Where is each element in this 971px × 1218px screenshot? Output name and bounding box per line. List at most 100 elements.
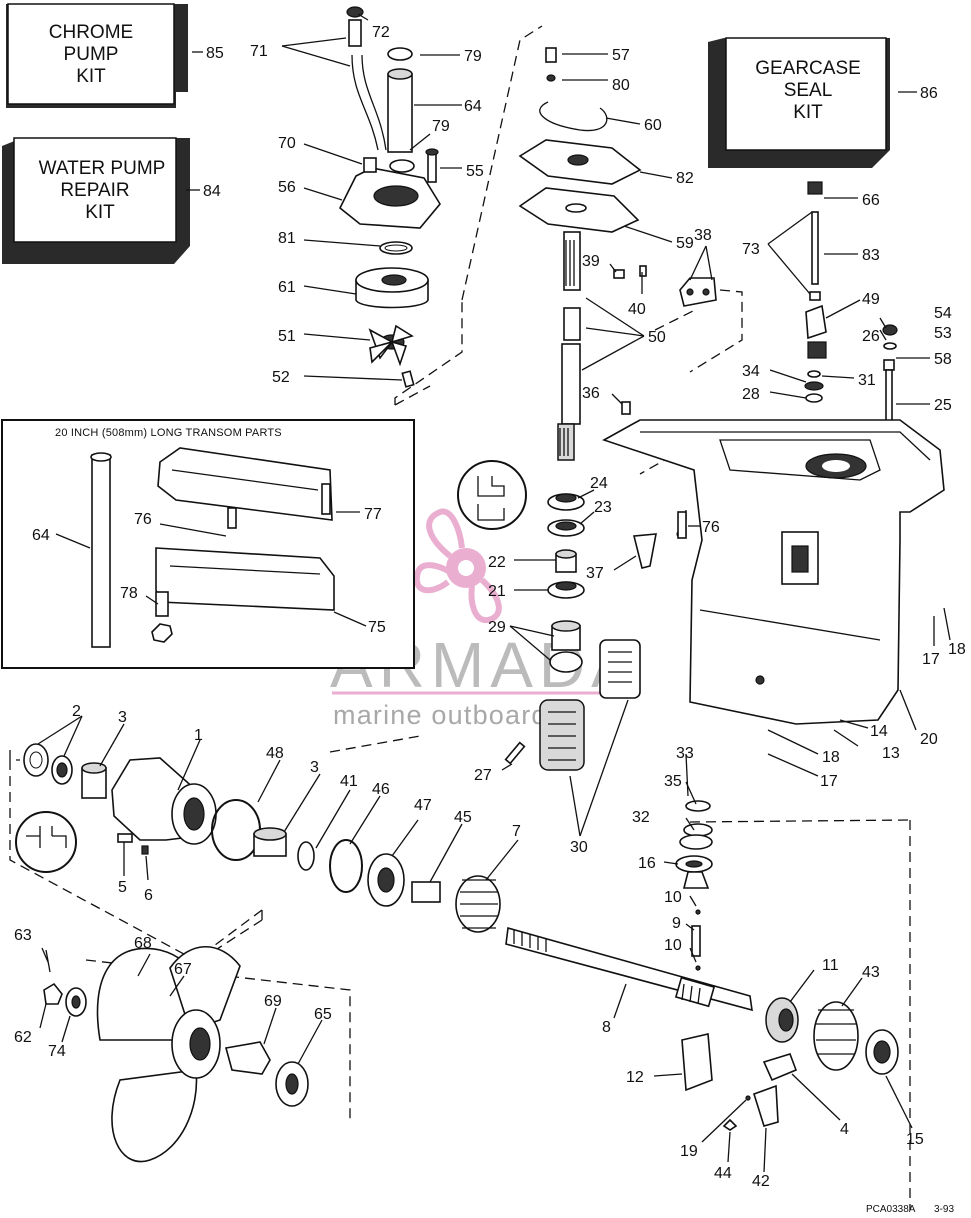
callout-17-lower: 17 xyxy=(820,773,838,790)
inset-water-tube xyxy=(90,452,112,648)
callout-76: 76 xyxy=(702,519,720,536)
callout-1: 1 xyxy=(194,727,203,744)
callout-54: 54 xyxy=(934,305,952,322)
callout-82: 82 xyxy=(676,170,694,187)
callout-17-right: 17 xyxy=(922,651,940,668)
callout-58: 58 xyxy=(934,351,952,368)
callout-15: 15 xyxy=(906,1131,924,1148)
bearing-housing-group xyxy=(15,743,501,933)
inset-title: 20 INCH (508mm) LONG TRANSOM PARTS xyxy=(55,427,282,439)
callout-60: 60 xyxy=(644,117,662,134)
gearcase-seal-kit-box: GEARCASE SEAL KIT 86 xyxy=(708,37,938,168)
center-seal-stack xyxy=(457,460,657,673)
callout-6: 6 xyxy=(144,887,153,904)
callout-4: 4 xyxy=(840,1121,849,1138)
callout-42: 42 xyxy=(752,1173,770,1190)
callout-25: 25 xyxy=(934,397,952,414)
callout-71: 71 xyxy=(250,43,268,60)
callout-16: 16 xyxy=(638,855,656,872)
callout-73: 73 xyxy=(742,241,760,258)
callout-83: 83 xyxy=(862,247,880,264)
chrome-pump-kit-line-2: PUMP xyxy=(64,44,119,65)
callout-22: 22 xyxy=(488,554,506,571)
callout-30: 30 xyxy=(570,839,588,856)
driveshaft-group xyxy=(518,47,717,461)
chrome-pump-kit-line-3: KIT xyxy=(76,66,106,87)
inset-label-64: 64 xyxy=(32,527,50,544)
callout-21: 21 xyxy=(488,583,506,600)
callout-3-mid: 3 xyxy=(310,759,319,776)
callout-59: 59 xyxy=(676,235,694,252)
inset-extension-plate xyxy=(157,447,333,529)
chrome-pump-kit-box: CHROME PUMP KIT 85 xyxy=(6,3,224,108)
figure-date: 3-93 xyxy=(934,1204,954,1215)
callout-39: 39 xyxy=(582,253,600,270)
chrome-pump-kit-line-1: CHROME xyxy=(49,22,133,43)
figure-code: PCA0338A xyxy=(866,1204,916,1215)
callout-56: 56 xyxy=(278,179,296,196)
callout-45: 45 xyxy=(454,809,472,826)
callout-numbers: 72 71 79 57 80 64 60 79 70 55 56 82 59 8… xyxy=(14,24,966,1190)
callout-20: 20 xyxy=(920,731,938,748)
callout-31: 31 xyxy=(858,372,876,389)
inset-label-77: 77 xyxy=(364,506,382,523)
callout-79-top: 79 xyxy=(464,48,482,65)
callout-79-mid: 79 xyxy=(432,118,450,135)
callout-2: 2 xyxy=(72,703,81,720)
callout-52: 52 xyxy=(272,369,290,386)
callout-80: 80 xyxy=(612,77,630,94)
water-pump-repair-kit-box: WATER PUMP REPAIR KIT 84 xyxy=(2,137,221,264)
callout-8: 8 xyxy=(602,1019,611,1036)
callout-9: 9 xyxy=(672,915,681,932)
callout-57: 57 xyxy=(612,47,630,64)
inset-label-78: 78 xyxy=(120,585,138,602)
water-pump-kit-line-3: KIT xyxy=(85,202,115,223)
water-pump-group xyxy=(338,6,441,388)
callout-24: 24 xyxy=(590,475,608,492)
callout-49: 49 xyxy=(862,291,880,308)
callout-32: 32 xyxy=(632,809,650,826)
callout-36: 36 xyxy=(582,385,600,402)
water-pump-kit-line-1: WATER PUMP xyxy=(39,158,166,179)
callout-68: 68 xyxy=(134,935,152,952)
callout-18-right: 18 xyxy=(948,641,966,658)
callout-69: 69 xyxy=(264,993,282,1010)
propeller-group xyxy=(43,945,309,1163)
callout-65: 65 xyxy=(314,1006,332,1023)
callout-74: 74 xyxy=(48,1043,66,1060)
water-pump-kit-line-2: REPAIR xyxy=(60,180,129,201)
callout-5: 5 xyxy=(118,879,127,896)
callout-64: 64 xyxy=(464,98,482,115)
callout-leaders xyxy=(37,13,951,1173)
callout-35: 35 xyxy=(664,773,682,790)
callout-66: 66 xyxy=(862,192,880,209)
callout-55: 55 xyxy=(466,163,484,180)
callout-61: 61 xyxy=(278,279,296,296)
callout-10-upper: 10 xyxy=(664,889,682,906)
callout-43: 43 xyxy=(862,964,880,981)
callout-11: 11 xyxy=(822,957,839,974)
water-intake-screens xyxy=(504,639,641,771)
callout-72: 72 xyxy=(372,24,390,41)
callout-38: 38 xyxy=(694,227,712,244)
callout-34: 34 xyxy=(742,363,760,380)
callout-40: 40 xyxy=(628,301,646,318)
callout-67: 67 xyxy=(174,961,192,978)
callout-70: 70 xyxy=(278,135,296,152)
shift-rod-group xyxy=(804,181,898,431)
inset-stud xyxy=(151,591,173,643)
callout-13: 13 xyxy=(882,745,900,762)
callout-44: 44 xyxy=(714,1165,732,1182)
callout-37: 37 xyxy=(586,565,604,582)
callout-19: 19 xyxy=(680,1143,698,1160)
callout-48: 48 xyxy=(266,745,284,762)
callout-53: 53 xyxy=(934,325,952,342)
water-pump-kit-number: 84 xyxy=(203,183,221,200)
callout-23: 23 xyxy=(594,499,612,516)
chrome-pump-kit-number: 85 xyxy=(206,45,224,62)
callout-63: 63 xyxy=(14,927,32,944)
callout-12: 12 xyxy=(626,1069,644,1086)
callout-3-left: 3 xyxy=(118,709,127,726)
callout-18-lower: 18 xyxy=(822,749,840,766)
